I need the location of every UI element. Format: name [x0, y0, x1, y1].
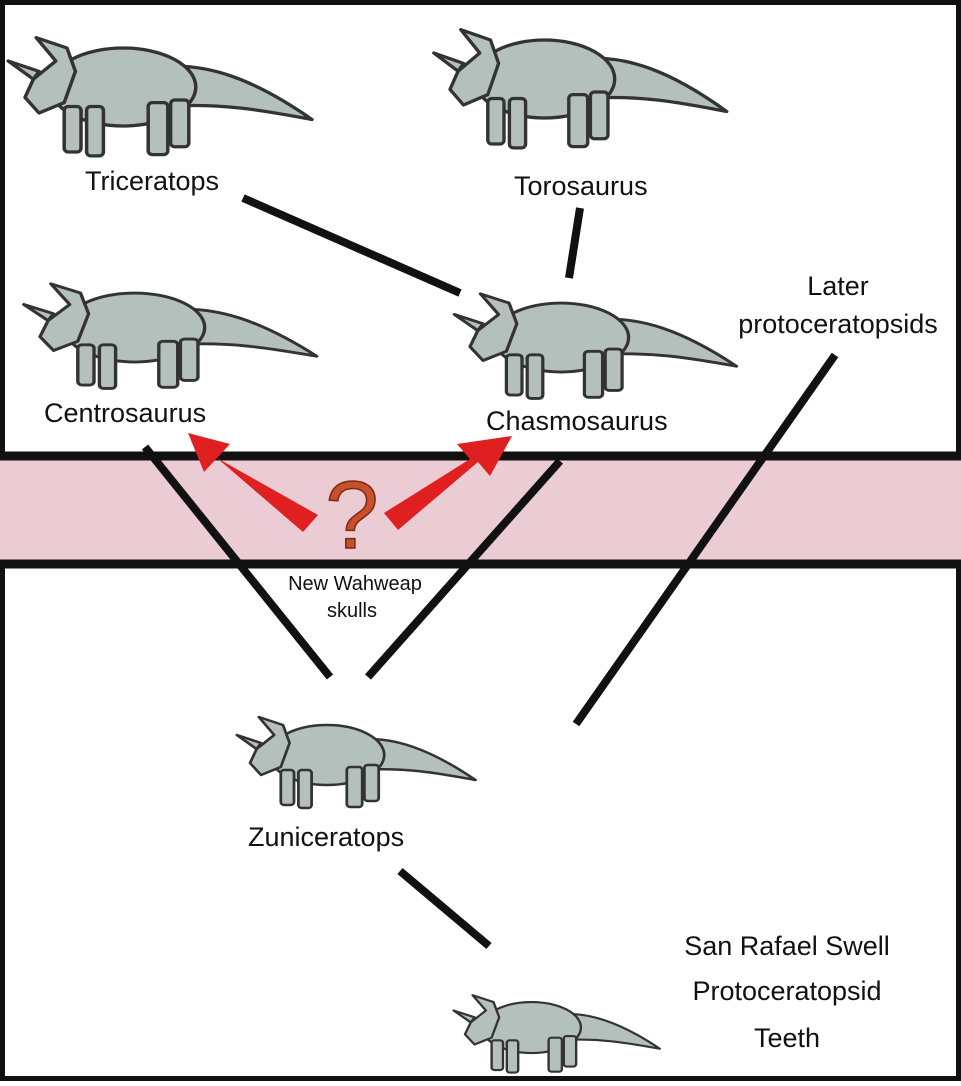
label-chasmosaurus: Chasmosaurus [486, 406, 668, 436]
label-san-rafael-line1: San Rafael Swell [684, 931, 890, 961]
line-triceratops-chasmosaurus [243, 198, 460, 293]
label-later-line1: Later [807, 271, 869, 301]
zuniceratops-illustration [237, 717, 476, 808]
label-triceratops: Triceratops [85, 166, 219, 196]
label-centrosaurus: Centrosaurus [44, 398, 206, 428]
label-torosaurus: Torosaurus [514, 171, 648, 201]
centrosaurus-illustration [24, 284, 317, 389]
triceratops-illustration [8, 38, 312, 156]
label-san-rafael-line3: Teeth [754, 1023, 820, 1053]
line-zuniceratops-teeth [400, 871, 489, 946]
line-torosaurus-chasmosaurus [569, 208, 580, 278]
question-mark: ? [325, 462, 378, 569]
label-wahweap-line1: New Wahweap [288, 573, 422, 595]
label-wahweap-line2: skulls [327, 600, 377, 622]
chasmosaurus-illustration [454, 294, 736, 399]
label-later-line2: protoceratopsids [738, 309, 938, 339]
torosaurus-illustration [434, 30, 727, 148]
san-rafael-protoceratopsid-illustration [454, 995, 660, 1072]
label-zuniceratops: Zuniceratops [248, 822, 404, 852]
label-san-rafael-line2: Protoceratopsid [692, 976, 881, 1006]
